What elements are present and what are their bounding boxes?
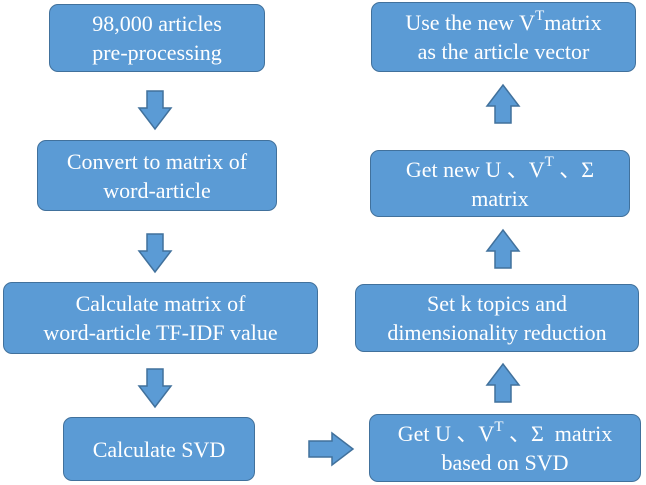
box-text-line1-b: matrix (544, 10, 602, 35)
box-articles-preprocessing: 98,000 articles pre-processing (49, 4, 265, 72)
box-text-line1-b: 、Σ (553, 156, 595, 182)
box-text-line2: dimensionality reduction (387, 320, 607, 345)
arrow-up-3 (485, 83, 521, 124)
superscript-t: T (494, 418, 504, 435)
box-text-line1: Set k topics and (427, 291, 567, 316)
box-text-line2: as the article vector (417, 39, 590, 64)
box-text-line1-b: 、Σ matrix (503, 421, 613, 446)
arrow-down-3 (137, 368, 173, 409)
box-text-line1-a: Use the new V (405, 10, 536, 35)
arrow-up-1 (485, 362, 521, 403)
box-text-line2: pre-processing (92, 40, 222, 65)
box-text-line1: 98,000 articles (92, 11, 222, 36)
box-text-line1: Use the new VTmatrix (405, 8, 601, 37)
arrow-right (308, 431, 355, 467)
box-get-new-usv: Get new U 、VT 、Σ matrix (370, 150, 630, 217)
box-text-line1: Get new U 、VT 、Σ (406, 155, 594, 184)
box-text-line2: matrix (471, 185, 529, 211)
box-text-line1: Calculate matrix of (75, 291, 246, 316)
box-convert-matrix: Convert to matrix of word-article (37, 140, 277, 211)
box-text-line1-a: Get new U 、V (405, 156, 545, 182)
box-calculate-tfidf: Calculate matrix of word-article TF-IDF … (3, 282, 318, 354)
box-text-line1: Get U 、VT 、Σ matrix (398, 419, 612, 448)
superscript-t: T (544, 154, 554, 171)
box-text-line2: based on SVD (441, 450, 569, 475)
box-text-line1-a: Get U 、V (397, 421, 495, 446)
box-text-line1: Convert to matrix of (66, 148, 248, 174)
box-text-line2: word-article TF-IDF value (43, 320, 278, 345)
box-set-k-topics: Set k topics and dimensionality reductio… (355, 284, 639, 352)
box-use-new-vt: Use the new VTmatrix as the article vect… (371, 2, 636, 72)
box-text-line1: Calculate SVD (92, 436, 226, 462)
arrow-up-2 (485, 228, 521, 269)
arrow-down-1 (137, 90, 173, 131)
box-get-usv-matrix: Get U 、VT 、Σ matrix based on SVD (369, 414, 641, 482)
superscript-t: T (535, 7, 545, 24)
box-text-line2: word-article (103, 177, 211, 203)
arrow-down-2 (137, 233, 173, 274)
box-calculate-svd: Calculate SVD (63, 417, 255, 481)
